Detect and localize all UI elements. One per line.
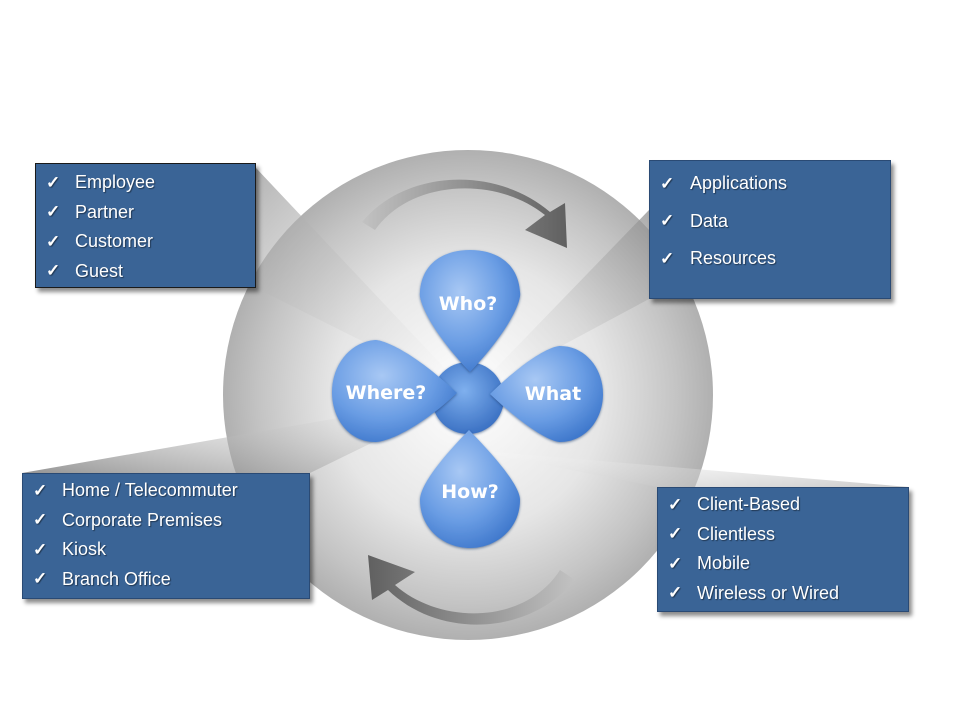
list-item: ✓ Guest xyxy=(46,257,255,287)
checkmark-icon: ✓ xyxy=(660,173,675,193)
petal-where[interactable]: Where? xyxy=(332,340,457,442)
checkmark-icon: ✓ xyxy=(668,524,683,544)
list-item-label: Customer xyxy=(75,231,154,252)
checkmark-icon: ✓ xyxy=(668,494,683,514)
center-hub xyxy=(432,362,504,434)
list-item: ✓ Resources xyxy=(660,240,890,278)
list-item-label: Resources xyxy=(690,248,777,269)
how-box: ✓ Client-Based ✓ Clientless ✓ Mobile ✓ Wirel… xyxy=(657,487,909,612)
checkmark-icon: ✓ xyxy=(33,480,48,500)
checkmark-icon: ✓ xyxy=(46,202,61,222)
list-item-label: Employee xyxy=(75,172,156,193)
list-item-label: Kiosk xyxy=(62,539,107,560)
list-item: ✓ Kiosk xyxy=(33,535,309,565)
who-box: ✓ Employee ✓ Partner ✓ Customer ✓ Guest xyxy=(35,163,256,288)
petal-what-label: What xyxy=(525,383,581,405)
where-list: ✓ Home / Telecommuter ✓ Corporate Premises… xyxy=(33,476,309,594)
petal-what[interactable]: What xyxy=(490,346,603,442)
list-item: ✓ Corporate Premises xyxy=(33,506,309,536)
how-list: ✓ Client-Based ✓ Clientless ✓ Mobile ✓ Wirel… xyxy=(668,490,908,608)
petal-how-label: How? xyxy=(441,481,499,503)
list-item-label: Mobile xyxy=(697,553,751,574)
clockwise-arrow-icon xyxy=(362,179,567,248)
where-box: ✓ Home / Telecommuter ✓ Corporate Premises… xyxy=(22,473,310,599)
list-item-label: Corporate Premises xyxy=(62,509,223,530)
list-item-label: Branch Office xyxy=(62,568,171,589)
checkmark-icon: ✓ xyxy=(46,172,61,192)
list-item-label: Clientless xyxy=(697,523,776,544)
checkmark-icon: ✓ xyxy=(668,553,683,573)
list-item: ✓ Client-Based xyxy=(668,490,908,520)
list-item: ✓ Branch Office xyxy=(33,565,309,595)
list-item: ✓ Clientless xyxy=(668,520,908,550)
counterclockwise-arrow-icon xyxy=(368,555,575,625)
beam-who xyxy=(256,168,470,395)
list-item-label: Partner xyxy=(75,201,135,222)
checkmark-icon: ✓ xyxy=(46,231,61,251)
list-item: ✓ Employee xyxy=(46,168,255,198)
checkmark-icon: ✓ xyxy=(668,583,683,603)
list-item-label: Applications xyxy=(690,173,788,194)
list-item: ✓ Home / Telecommuter xyxy=(33,476,309,506)
what-box: ✓ Applications ✓ Data ✓ Resources xyxy=(649,160,891,299)
list-item: ✓ Wireless or Wired xyxy=(668,579,908,609)
checkmark-icon: ✓ xyxy=(46,261,61,281)
checkmark-icon: ✓ xyxy=(33,569,48,589)
list-item-label: Home / Telecommuter xyxy=(62,480,238,501)
beam-what xyxy=(470,210,649,395)
what-list: ✓ Applications ✓ Data ✓ Resources xyxy=(660,165,890,278)
list-item: ✓ Partner xyxy=(46,198,255,228)
checkmark-icon: ✓ xyxy=(33,539,48,559)
petal-who[interactable]: Who? xyxy=(419,250,521,372)
checkmark-icon: ✓ xyxy=(660,211,675,231)
list-item-label: Wireless or Wired xyxy=(697,582,840,603)
list-item-label: Data xyxy=(690,210,729,231)
list-item: ✓ Data xyxy=(660,203,890,241)
petal-how[interactable]: How? xyxy=(420,430,520,548)
list-item: ✓ Mobile xyxy=(668,549,908,579)
list-item-label: Guest xyxy=(75,260,124,281)
list-item-label: Client-Based xyxy=(697,494,801,515)
checkmark-icon: ✓ xyxy=(660,248,675,268)
who-list: ✓ Employee ✓ Partner ✓ Customer ✓ Guest xyxy=(46,168,255,286)
checkmark-icon: ✓ xyxy=(33,510,48,530)
petal-who-label: Who? xyxy=(439,293,498,315)
list-item: ✓ Applications xyxy=(660,165,890,203)
beam-how xyxy=(470,450,909,487)
list-item: ✓ Customer xyxy=(46,227,255,257)
petal-where-label: Where? xyxy=(346,382,427,404)
